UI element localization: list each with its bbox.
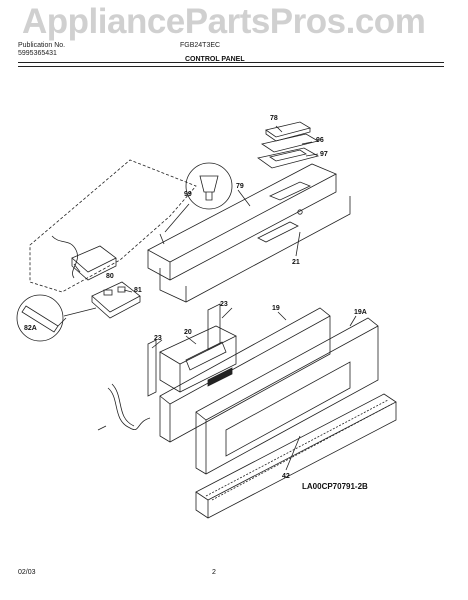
callout-20: 20 bbox=[184, 329, 192, 336]
callout-42: 42 bbox=[282, 473, 290, 480]
part-97-gasket bbox=[257, 147, 320, 169]
callout-19: 19 bbox=[272, 305, 280, 312]
part-19a-opening bbox=[225, 361, 351, 457]
part-97-inner bbox=[269, 149, 307, 162]
part-82a-detail-circle bbox=[16, 294, 64, 342]
part-19-panel bbox=[159, 307, 331, 443]
part-79-console-top bbox=[147, 163, 337, 263]
callout-81: 81 bbox=[134, 287, 142, 294]
part-42-grille-front bbox=[195, 402, 397, 519]
callout-97: 97 bbox=[320, 151, 328, 158]
callout-96: 96 bbox=[316, 137, 324, 144]
callout-78: 78 bbox=[270, 115, 278, 122]
callout-19a: 19A bbox=[354, 309, 367, 316]
callout-82a: 82A bbox=[24, 325, 37, 332]
part-99-leader bbox=[164, 203, 190, 233]
callout-99: 99 bbox=[184, 191, 192, 198]
part-19-display-window bbox=[207, 367, 233, 387]
part-21-bracket bbox=[159, 196, 351, 303]
part-99-detail-circle bbox=[185, 162, 233, 210]
part-82a-clip bbox=[21, 305, 59, 333]
model-number: FGB24T3EC bbox=[180, 42, 221, 49]
part-82a-leader bbox=[63, 307, 97, 317]
publication-number: 5995365431 bbox=[18, 50, 57, 57]
callout-80: 80 bbox=[106, 273, 114, 280]
part-20-control-front bbox=[159, 336, 237, 393]
part-21-window bbox=[257, 221, 299, 243]
part-20-display bbox=[185, 341, 227, 371]
part-99-screw-head bbox=[199, 175, 219, 193]
callout-23-top: 23 bbox=[220, 301, 228, 308]
publication-label: Publication No. bbox=[18, 42, 66, 49]
callout-21: 21 bbox=[292, 259, 300, 266]
wiring-harness bbox=[51, 235, 78, 279]
part-81-board bbox=[91, 281, 141, 313]
callout-23-left: 23 bbox=[154, 335, 162, 342]
section-title: CONTROL PANEL bbox=[185, 56, 245, 63]
part-20-control-top bbox=[159, 325, 237, 365]
part-81-chip bbox=[103, 289, 113, 296]
part-42-louvers bbox=[205, 399, 389, 497]
diagram-code: LA00CP70791-2B bbox=[302, 482, 368, 491]
ribbon-cable bbox=[107, 387, 151, 430]
callout-79: 79 bbox=[236, 183, 244, 190]
part-23-left-bracket bbox=[147, 339, 157, 397]
footer-page-number: 2 bbox=[212, 569, 216, 576]
header-rule-bottom bbox=[18, 66, 444, 67]
part-80-board bbox=[71, 245, 117, 273]
back-panel-outline bbox=[29, 159, 197, 293]
part-96-gasket bbox=[261, 133, 320, 153]
footer-date: 02/03 bbox=[18, 569, 36, 576]
part-19a-trim bbox=[195, 317, 379, 475]
part-79-slot bbox=[268, 181, 312, 201]
part-79-screw-hole bbox=[297, 209, 303, 215]
watermark-logo: AppliancePartsPros.com bbox=[22, 2, 426, 41]
header-rule-top bbox=[18, 62, 444, 63]
